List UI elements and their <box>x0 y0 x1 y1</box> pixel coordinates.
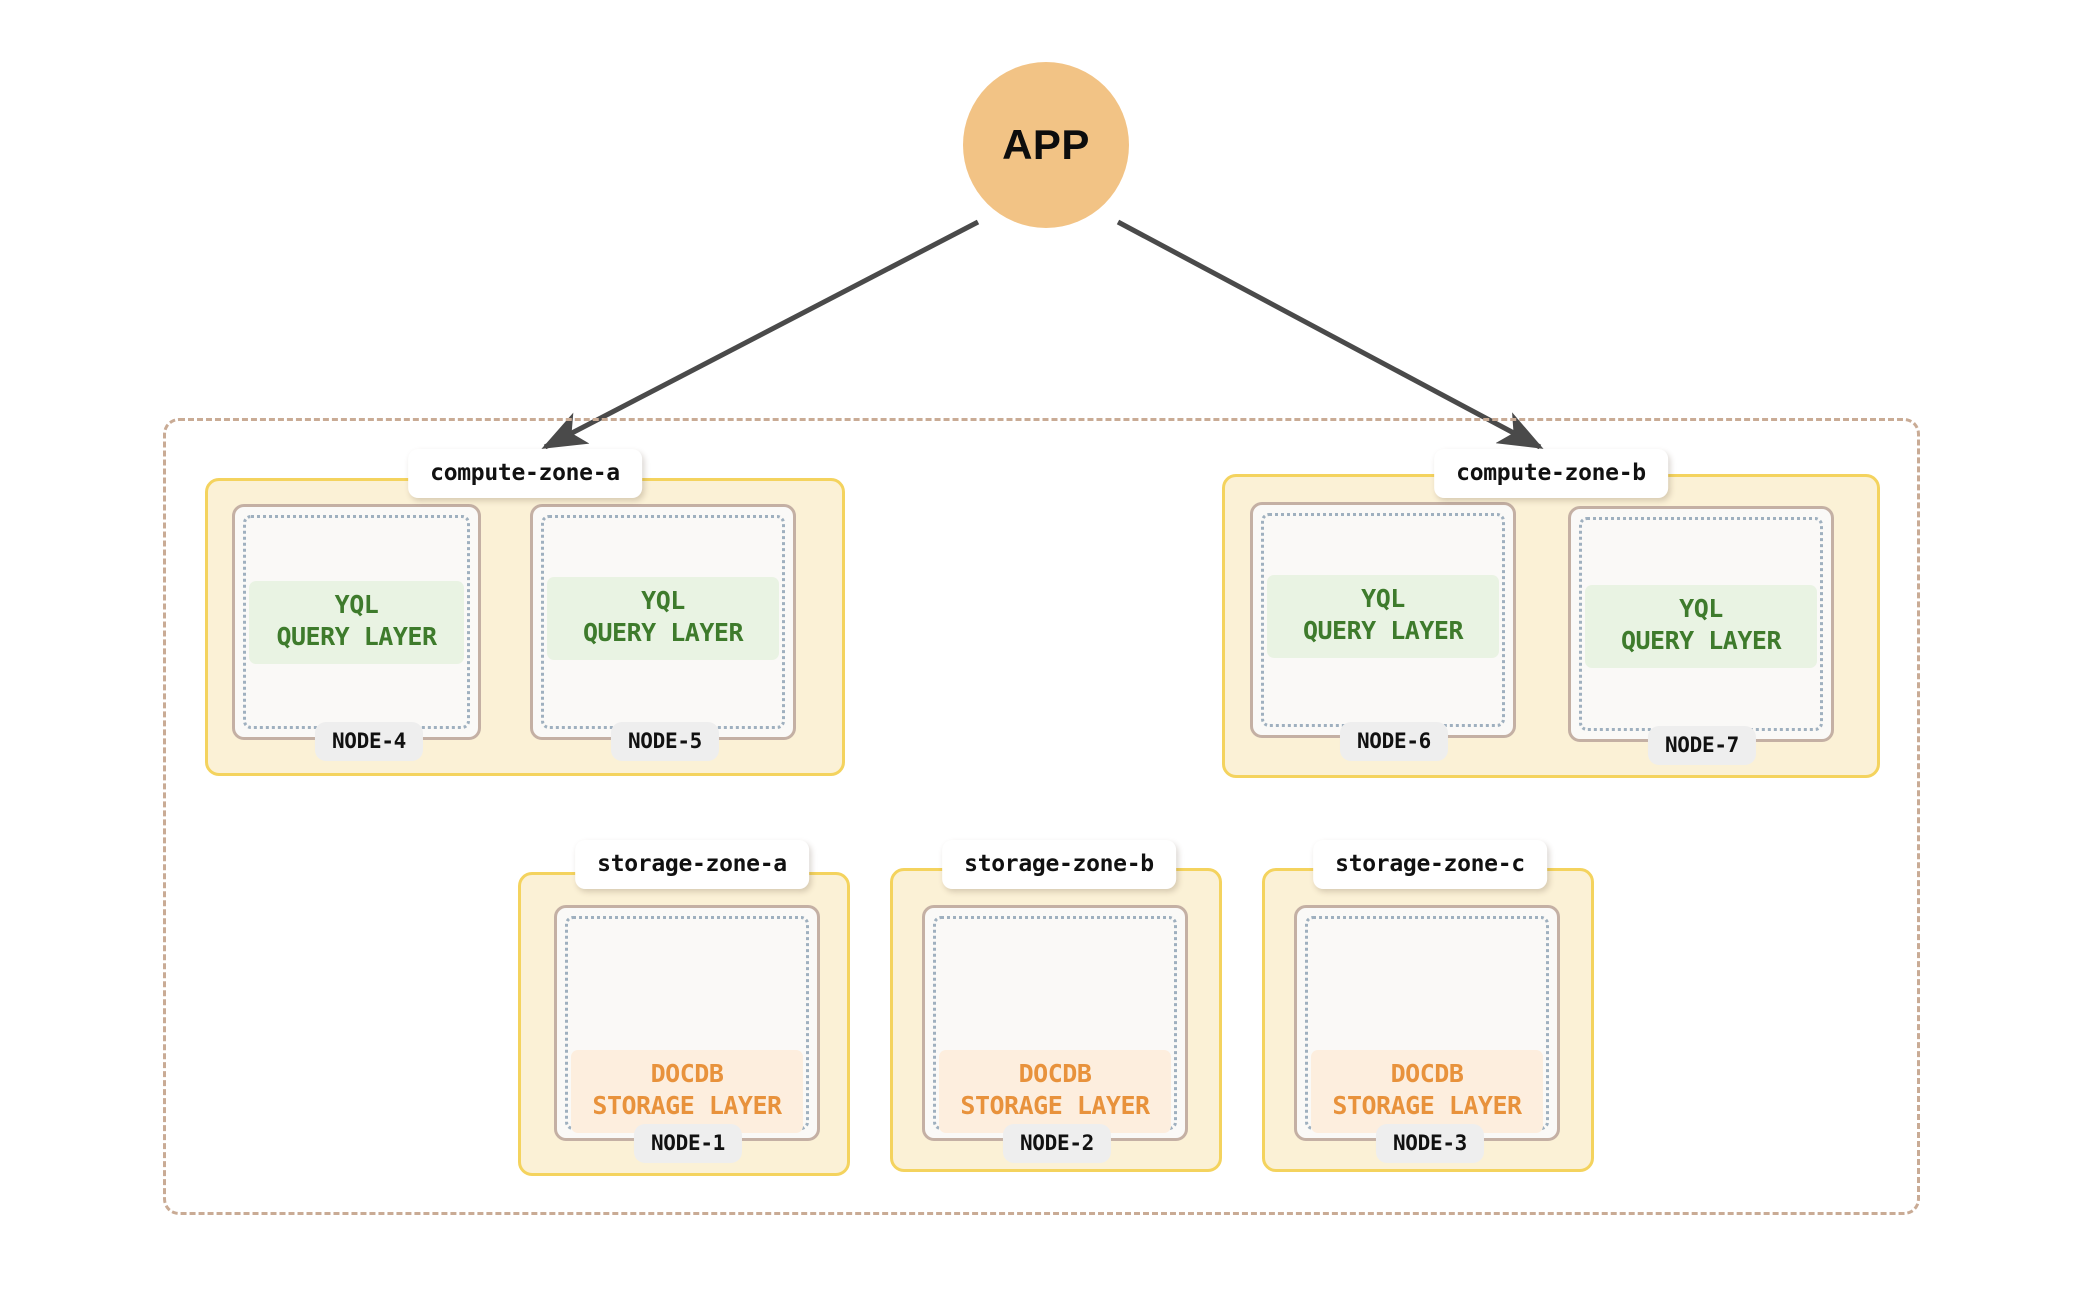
node-box-node-2[interactable]: DOCDB STORAGE LAYER <box>922 905 1188 1141</box>
node-box-node-7[interactable]: YQL QUERY LAYER <box>1568 506 1834 742</box>
node-name-pill-node-2: NODE-2 <box>1002 1124 1112 1163</box>
zone-label-storage-zone-b: storage-zone-b <box>942 840 1176 889</box>
zone-label-compute-zone-a: compute-zone-a <box>408 449 642 498</box>
app-node-label: APP <box>1002 121 1090 168</box>
node-name-pill-node-1: NODE-1 <box>633 1124 743 1163</box>
yql-layer-line2: QUERY LAYER <box>276 622 437 651</box>
cluster-boundary <box>163 418 1920 1215</box>
yql-layer-line2: QUERY LAYER <box>1302 616 1464 645</box>
yql-layer-line1: YQL <box>1361 584 1405 613</box>
yql-layer-band-node-5: YQL QUERY LAYER <box>547 577 779 660</box>
edge-app-to-compute-zone-a <box>541 219 980 450</box>
docdb-layer-band-node-3: DOCDB STORAGE LAYER <box>1311 1050 1543 1133</box>
zone-label-storage-zone-c: storage-zone-c <box>1313 840 1547 889</box>
yql-layer-line2: QUERY LAYER <box>582 618 744 647</box>
node-box-node-6[interactable]: YQL QUERY LAYER <box>1250 502 1516 738</box>
node-box-node-1[interactable]: DOCDB STORAGE LAYER <box>554 905 820 1141</box>
yql-layer-line1: YQL <box>1679 594 1723 623</box>
node-box-node-4[interactable]: YQL QUERY LAYER <box>232 504 481 740</box>
docdb-layer-line1: DOCDB <box>1018 1059 1092 1088</box>
node-name-pill-node-6: NODE-6 <box>1339 722 1449 761</box>
docdb-layer-line1: DOCDB <box>1390 1059 1464 1088</box>
node-box-node-3[interactable]: DOCDB STORAGE LAYER <box>1294 905 1560 1141</box>
node-name-pill-node-5: NODE-5 <box>610 722 720 761</box>
docdb-layer-line2: STORAGE LAYER <box>960 1091 1150 1120</box>
docdb-layer-line1: DOCDB <box>650 1059 724 1088</box>
node-name-pill-node-4: NODE-4 <box>314 722 424 761</box>
docdb-layer-band-node-1: DOCDB STORAGE LAYER <box>571 1050 803 1133</box>
zone-label-storage-zone-a: storage-zone-a <box>575 840 809 889</box>
app-node[interactable]: APP <box>963 62 1129 228</box>
yql-layer-band-node-6: YQL QUERY LAYER <box>1267 575 1499 658</box>
node-name-pill-node-7: NODE-7 <box>1647 726 1757 765</box>
yql-layer-line2: QUERY LAYER <box>1620 626 1782 655</box>
edge-app-to-compute-zone-b <box>1116 219 1544 450</box>
yql-layer-line1: YQL <box>334 590 379 619</box>
yql-layer-band-node-7: YQL QUERY LAYER <box>1585 585 1817 668</box>
docdb-layer-line2: STORAGE LAYER <box>592 1091 782 1120</box>
docdb-layer-band-node-2: DOCDB STORAGE LAYER <box>939 1050 1171 1133</box>
zone-label-compute-zone-b: compute-zone-b <box>1434 449 1668 498</box>
yql-layer-band-node-4: YQL QUERY LAYER <box>249 581 464 664</box>
node-name-pill-node-3: NODE-3 <box>1375 1124 1485 1163</box>
node-box-node-5[interactable]: YQL QUERY LAYER <box>530 504 796 740</box>
yql-layer-line1: YQL <box>641 586 685 615</box>
docdb-layer-line2: STORAGE LAYER <box>1332 1091 1522 1120</box>
